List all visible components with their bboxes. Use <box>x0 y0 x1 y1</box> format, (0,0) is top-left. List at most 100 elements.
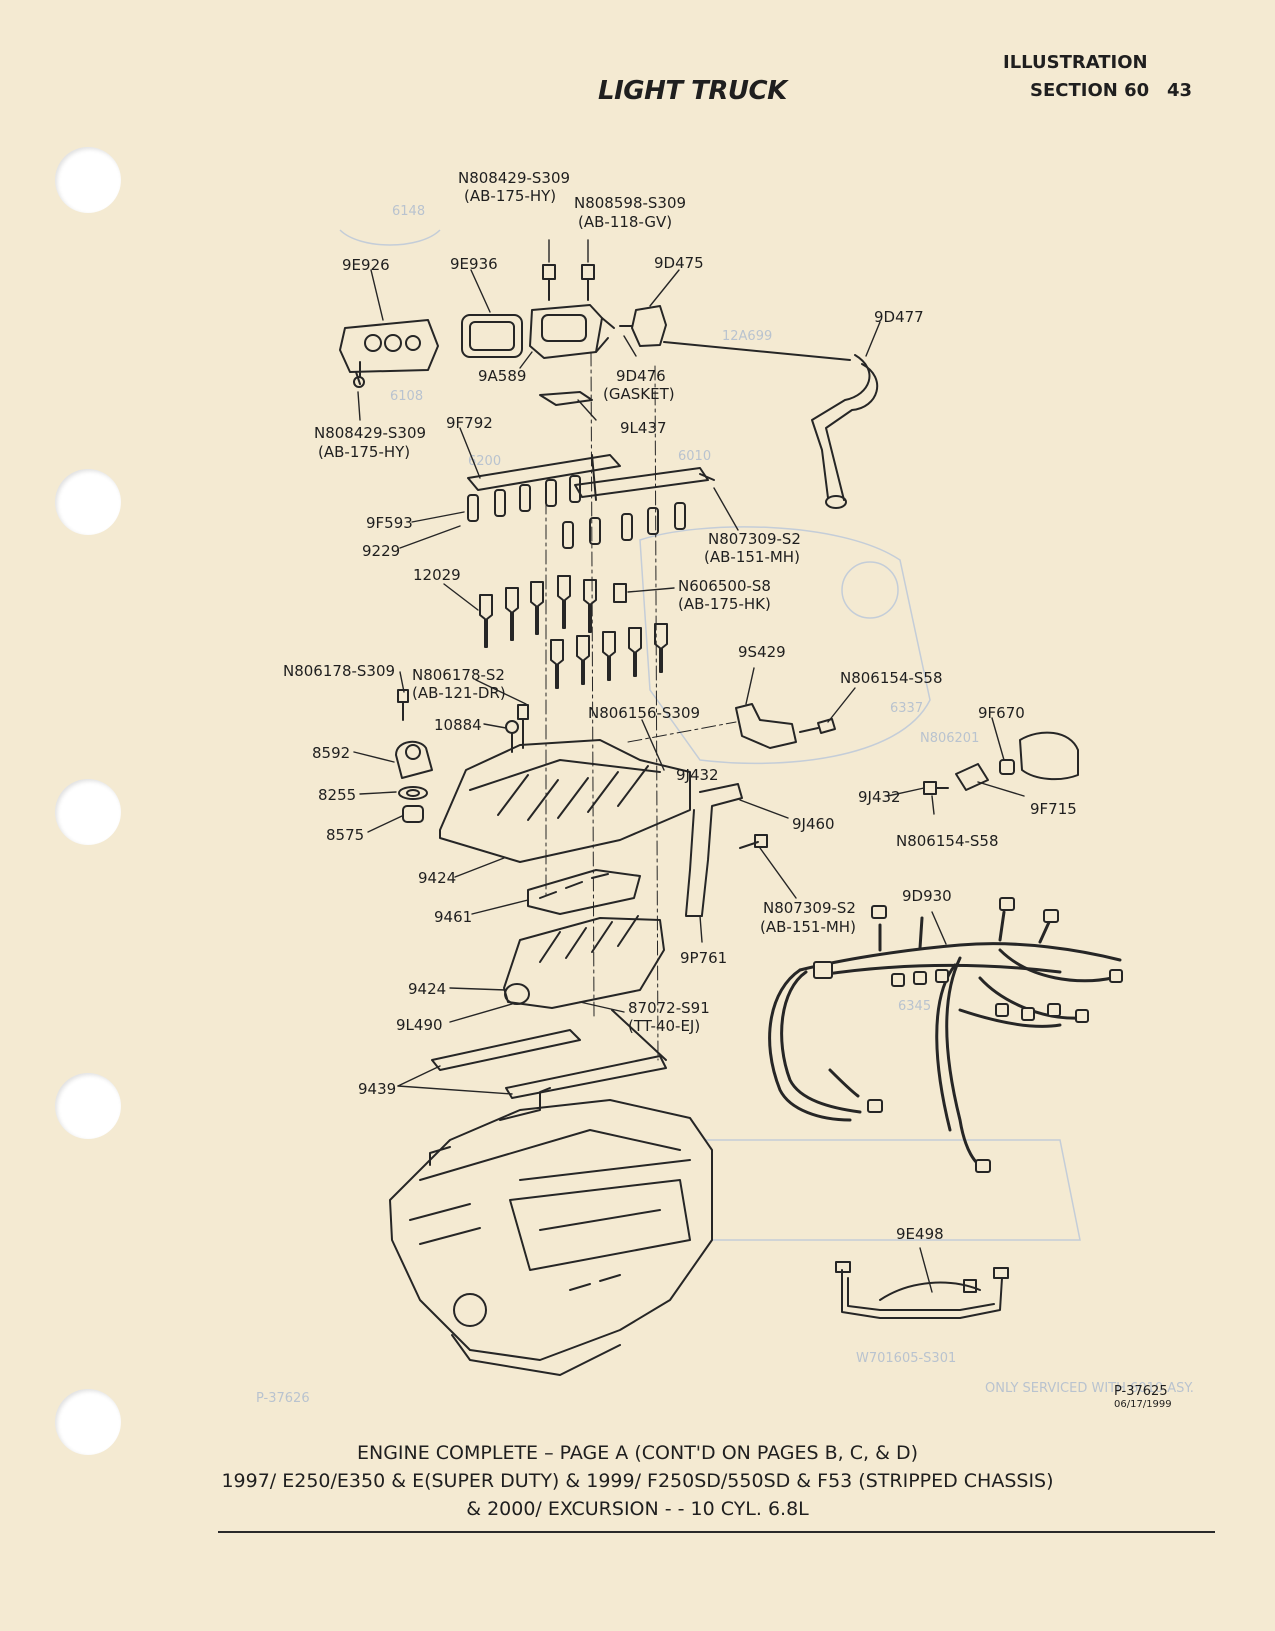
sensor <box>999 759 1015 775</box>
svg-text:N806178-S309: N806178-S309 <box>283 662 395 680</box>
pcv-tube <box>663 341 879 509</box>
svg-text:9D476: 9D476 <box>616 367 666 385</box>
svg-text:N807309-S2: N807309-S2 <box>708 530 801 548</box>
fuel-injector-row <box>467 475 686 549</box>
svg-text:N807309-S2: N807309-S2 <box>763 899 856 917</box>
binder-hole <box>55 469 121 535</box>
svg-text:9E936: 9E936 <box>450 255 498 273</box>
svg-text:(TT-40-EJ): (TT-40-EJ) <box>628 1017 700 1035</box>
svg-text:8575: 8575 <box>326 826 364 844</box>
illustration-id: P-37625 <box>1114 1384 1168 1399</box>
bolt <box>397 689 409 721</box>
svg-text:W701605-S301: W701605-S301 <box>856 1351 956 1366</box>
svg-text:N808598-S309: N808598-S309 <box>574 194 686 212</box>
svg-text:9P761: 9P761 <box>680 949 727 967</box>
thermostat-seal <box>402 805 424 823</box>
valley-gasket <box>431 1009 667 1099</box>
illustration-label: ILLUSTRATION <box>1003 52 1148 73</box>
svg-text:9229: 9229 <box>362 542 400 560</box>
svg-text:9L490: 9L490 <box>396 1016 443 1034</box>
binder-hole <box>55 1073 121 1139</box>
svg-text:9F792: 9F792 <box>446 414 493 432</box>
leader-lines <box>353 239 1025 1293</box>
svg-text:6200: 6200 <box>468 454 501 469</box>
svg-text:9A589: 9A589 <box>478 367 526 385</box>
svg-text:N806154-S58: N806154-S58 <box>896 832 999 850</box>
thermostat <box>398 786 428 800</box>
svg-text:9D475: 9D475 <box>654 254 704 272</box>
manifold-support-bracket <box>685 783 768 917</box>
svg-text:9439: 9439 <box>358 1080 396 1098</box>
harness-bracket <box>735 703 797 749</box>
throttle-body <box>529 304 615 359</box>
svg-text:9424: 9424 <box>418 869 456 887</box>
screw <box>353 361 365 388</box>
throttle-body-gasket <box>461 314 523 358</box>
thermostat-housing <box>395 740 433 779</box>
svg-text:N808429-S309: N808429-S309 <box>458 169 570 187</box>
svg-text:87072-S91: 87072-S91 <box>628 999 710 1017</box>
svg-text:ONLY SERVICED WITH 6010 ASY.: ONLY SERVICED WITH 6010 ASY. <box>985 1381 1194 1396</box>
ignition-coil-set <box>479 575 668 689</box>
svg-text:9F670: 9F670 <box>978 704 1025 722</box>
svg-text:N806156-S309: N806156-S309 <box>588 704 700 722</box>
svg-text:(AB-151-MH): (AB-151-MH) <box>760 918 856 936</box>
svg-text:6108: 6108 <box>390 389 423 404</box>
svg-text:9J432: 9J432 <box>676 766 719 784</box>
svg-text:6337: 6337 <box>890 701 923 716</box>
intake-manifold-gasket <box>527 869 641 915</box>
page-number: 43 <box>1167 80 1193 101</box>
binder-hole <box>55 779 121 845</box>
svg-text:12A699: 12A699 <box>722 329 772 344</box>
svg-text:9J432: 9J432 <box>858 788 901 806</box>
engine-cutaway <box>1019 731 1079 781</box>
svg-text:9J460: 9J460 <box>792 815 835 833</box>
svg-text:9F593: 9F593 <box>366 514 413 532</box>
svg-text:9424: 9424 <box>408 980 446 998</box>
caption-line-2: 1997/ E250/E350 & E(SUPER DUTY) & 1999/ … <box>221 1470 1054 1492</box>
svg-text:(GASKET): (GASKET) <box>603 385 675 403</box>
center-lines <box>545 351 737 1061</box>
divider-rule <box>218 1531 1215 1533</box>
engine-block <box>389 1087 713 1376</box>
sensor <box>955 763 989 791</box>
svg-text:N808429-S309: N808429-S309 <box>314 424 426 442</box>
engine-wiring-harness <box>768 910 1122 1170</box>
callout-labels: N808429-S309 (AB-175-HY) N808598-S309 (A… <box>283 169 1077 1243</box>
svg-text:P-37626: P-37626 <box>256 1391 310 1406</box>
throttle-body-cover <box>339 319 439 385</box>
svg-text:9461: 9461 <box>434 908 472 926</box>
illustration-date: 06/17/1999 <box>1114 1399 1172 1410</box>
bracket <box>539 391 593 406</box>
svg-text:9L437: 9L437 <box>620 419 667 437</box>
svg-text:(AB-175-HY): (AB-175-HY) <box>464 187 556 205</box>
svg-text:9S429: 9S429 <box>738 643 786 661</box>
svg-text:10884: 10884 <box>434 716 482 734</box>
lower-intake-manifold <box>503 915 665 1009</box>
svg-text:6010: 6010 <box>678 449 711 464</box>
svg-text:N806154-S58: N806154-S58 <box>840 669 943 687</box>
svg-text:9E926: 9E926 <box>342 256 390 274</box>
svg-text:9E498: 9E498 <box>896 1225 944 1243</box>
svg-text:(AB-175-HK): (AB-175-HK) <box>678 595 771 613</box>
bolt <box>542 264 556 301</box>
svg-text:N806201: N806201 <box>920 731 979 746</box>
svg-text:N606500-S8: N606500-S8 <box>678 577 771 595</box>
bolt <box>799 718 836 734</box>
svg-text:N806178-S2: N806178-S2 <box>412 666 505 684</box>
svg-text:(AB-121-DR): (AB-121-DR) <box>412 684 506 702</box>
idle-air-control-valve <box>619 305 667 347</box>
svg-text:9F715: 9F715 <box>1030 800 1077 818</box>
svg-text:8255: 8255 <box>318 786 356 804</box>
sub-harness <box>835 1261 1009 1319</box>
svg-text:9D930: 9D930 <box>902 887 952 905</box>
svg-text:(AB-118-GV): (AB-118-GV) <box>578 213 672 231</box>
svg-text:9D477: 9D477 <box>874 308 924 326</box>
binder-hole <box>55 147 121 213</box>
svg-text:8592: 8592 <box>312 744 350 762</box>
upper-intake-manifold <box>439 704 691 863</box>
page-title: LIGHT TRUCK <box>598 76 787 106</box>
bolt <box>581 264 595 301</box>
svg-text:6345: 6345 <box>898 999 931 1014</box>
